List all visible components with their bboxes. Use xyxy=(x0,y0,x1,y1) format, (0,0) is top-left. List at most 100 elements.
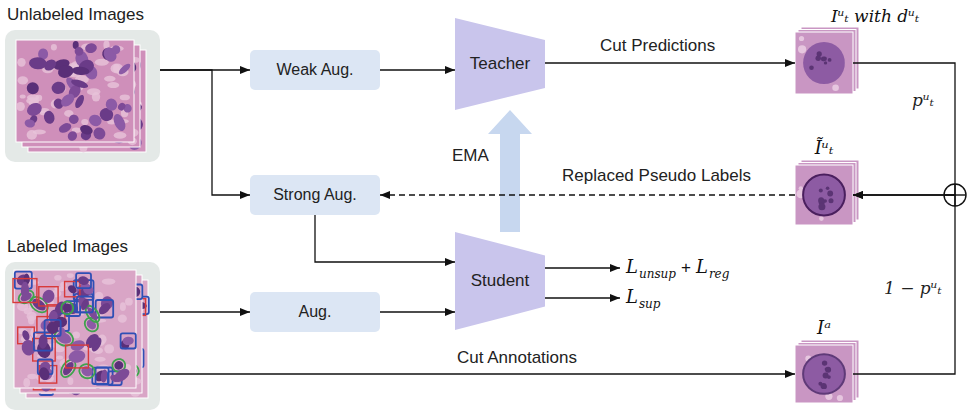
flow-arrow xyxy=(160,373,795,374)
tissue-stroma xyxy=(120,302,126,311)
node-label: Student xyxy=(471,271,530,291)
cell-nucleus xyxy=(79,123,94,136)
image-set: Labeled Images xyxy=(5,262,160,410)
tissue-stroma xyxy=(95,357,106,362)
node-label: Iᵃ xyxy=(817,317,831,338)
trapezoid-shape xyxy=(455,18,545,110)
augmentation-box: Aug. xyxy=(250,292,380,332)
cell-nucleus xyxy=(111,112,128,132)
chromatin xyxy=(809,65,814,70)
loss-symbol: sup xyxy=(639,293,661,315)
chromatin xyxy=(824,61,827,64)
node-label: Teacher xyxy=(470,54,530,74)
cell-nucleus xyxy=(117,101,127,111)
edge-label: Replaced Pseudo Labels xyxy=(560,166,753,186)
loss-symbol: L xyxy=(626,286,638,308)
augmentation-box: Strong Aug. xyxy=(250,175,380,215)
patch-texture xyxy=(799,36,804,41)
cell-nucleus xyxy=(70,78,89,90)
cell-nucleus xyxy=(24,118,36,128)
tissue-stroma xyxy=(16,102,25,111)
cell-nucleus xyxy=(21,282,29,300)
node-label: Aug. xyxy=(299,303,332,321)
tissue-stroma xyxy=(120,95,130,101)
cell-nucleus xyxy=(44,320,60,336)
tissue-stroma xyxy=(104,76,116,82)
edge-label: EMA xyxy=(450,146,491,166)
cell-nucleus xyxy=(68,349,87,364)
cell-nucleus xyxy=(91,125,108,142)
tissue-stroma xyxy=(27,94,39,100)
nucleus-patch xyxy=(795,32,853,94)
annotation-box xyxy=(39,287,58,306)
chromatin xyxy=(818,203,825,210)
annotation-box xyxy=(96,368,113,385)
loss-symbol: + xyxy=(681,257,691,279)
cell-nucleus xyxy=(51,81,67,95)
tissue-stroma xyxy=(17,58,25,67)
output-arrow xyxy=(545,267,620,268)
tissue-stroma xyxy=(102,278,116,284)
annotation-box xyxy=(121,333,136,348)
cell-nucleus xyxy=(68,114,80,125)
chromatin xyxy=(816,56,821,61)
image-set: Unlabeled Images xyxy=(5,30,160,162)
patch-texture xyxy=(832,85,839,92)
annotation-box xyxy=(13,279,37,303)
chromatin xyxy=(829,198,834,203)
cell-nucleus xyxy=(41,288,57,305)
annotation-box xyxy=(66,345,89,368)
dashed-arrow xyxy=(380,194,795,195)
cell-nucleus xyxy=(79,298,90,312)
tissue-stroma xyxy=(54,275,61,281)
cell-nucleus xyxy=(59,91,77,109)
ema-arrow xyxy=(488,110,532,232)
tissue-stroma xyxy=(27,374,37,379)
chromatin xyxy=(818,197,824,203)
flow-arrow xyxy=(545,62,795,63)
cell-nucleus xyxy=(111,45,121,55)
node-label: Strong Aug. xyxy=(273,186,357,204)
nucleus-patch xyxy=(795,165,853,225)
tissue-stroma xyxy=(104,344,114,353)
patch-texture xyxy=(819,216,824,221)
image-panel xyxy=(5,262,160,410)
edge-label: Cut Annotations xyxy=(455,348,579,368)
cell-nucleus xyxy=(37,366,51,382)
image-patch: Iᵃ xyxy=(795,345,853,403)
tissue-stroma xyxy=(107,82,119,88)
nucleus xyxy=(803,175,845,216)
patch-texture xyxy=(798,45,806,53)
patch-texture xyxy=(837,395,843,401)
cell-nucleus xyxy=(71,66,89,76)
node-label: Ĩᵘₜ xyxy=(815,137,834,158)
flow-arrow xyxy=(380,69,455,70)
loss-symbol: L xyxy=(696,256,708,278)
cell-nucleus xyxy=(63,304,71,313)
annotation-box xyxy=(77,297,93,313)
flow-arrow xyxy=(380,311,455,312)
tissue-images xyxy=(13,27,859,403)
cell-nucleus xyxy=(25,80,41,96)
annotation-box xyxy=(76,273,91,288)
chromatin xyxy=(828,58,832,62)
tissue-stroma xyxy=(23,378,30,387)
node-label: Iᵘₜ with dᵘₜ xyxy=(831,6,919,26)
edge-label: Cut Predictions xyxy=(598,36,717,56)
nucleus xyxy=(803,42,845,84)
chromatin xyxy=(827,191,833,197)
image-patch: Iᵘₜ with dᵘₜ xyxy=(795,32,853,94)
cell-nucleus xyxy=(117,62,132,76)
patch-background xyxy=(795,32,853,94)
loss-symbol: unsup xyxy=(639,263,676,285)
trapezoid-shape xyxy=(455,232,545,330)
image-patch: Ĩᵘₜ xyxy=(795,165,853,225)
cell-nucleus xyxy=(87,113,103,129)
tissue-stroma xyxy=(27,312,37,321)
annotation-box xyxy=(65,282,80,297)
cell-nucleus xyxy=(43,110,56,125)
loss-symbol: reg xyxy=(709,263,730,285)
cell-nucleus xyxy=(122,336,134,346)
